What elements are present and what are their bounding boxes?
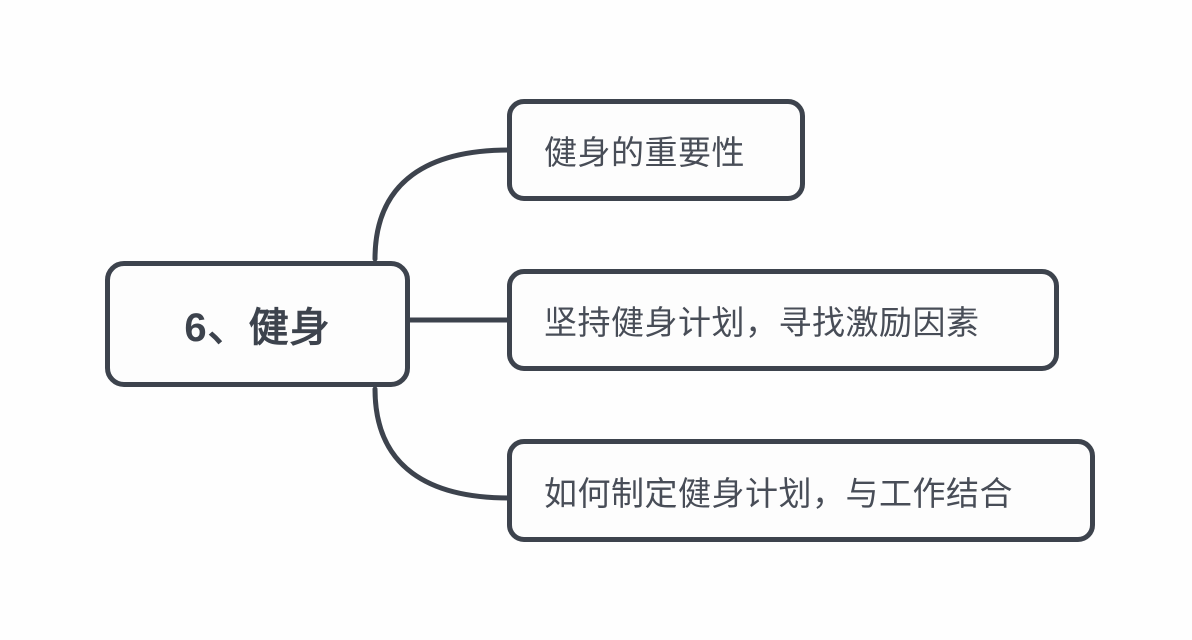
root-node[interactable]: 6、健身 bbox=[105, 261, 410, 387]
child-node-label: 坚持健身计划，寻找激励因素 bbox=[544, 304, 980, 341]
child-node-importance[interactable]: 健身的重要性 bbox=[507, 99, 805, 201]
root-node-label: 6、健身 bbox=[184, 306, 331, 350]
child-node-planning[interactable]: 如何制定健身计划，与工作结合 bbox=[507, 439, 1095, 542]
child-node-label: 如何制定健身计划，与工作结合 bbox=[544, 474, 1013, 512]
connector-root-to-child-2 bbox=[372, 386, 512, 501]
child-node-persistence[interactable]: 坚持健身计划，寻找激励因素 bbox=[507, 269, 1059, 371]
connector-root-to-child-0 bbox=[372, 147, 512, 262]
child-node-label: 健身的重要性 bbox=[544, 134, 745, 171]
